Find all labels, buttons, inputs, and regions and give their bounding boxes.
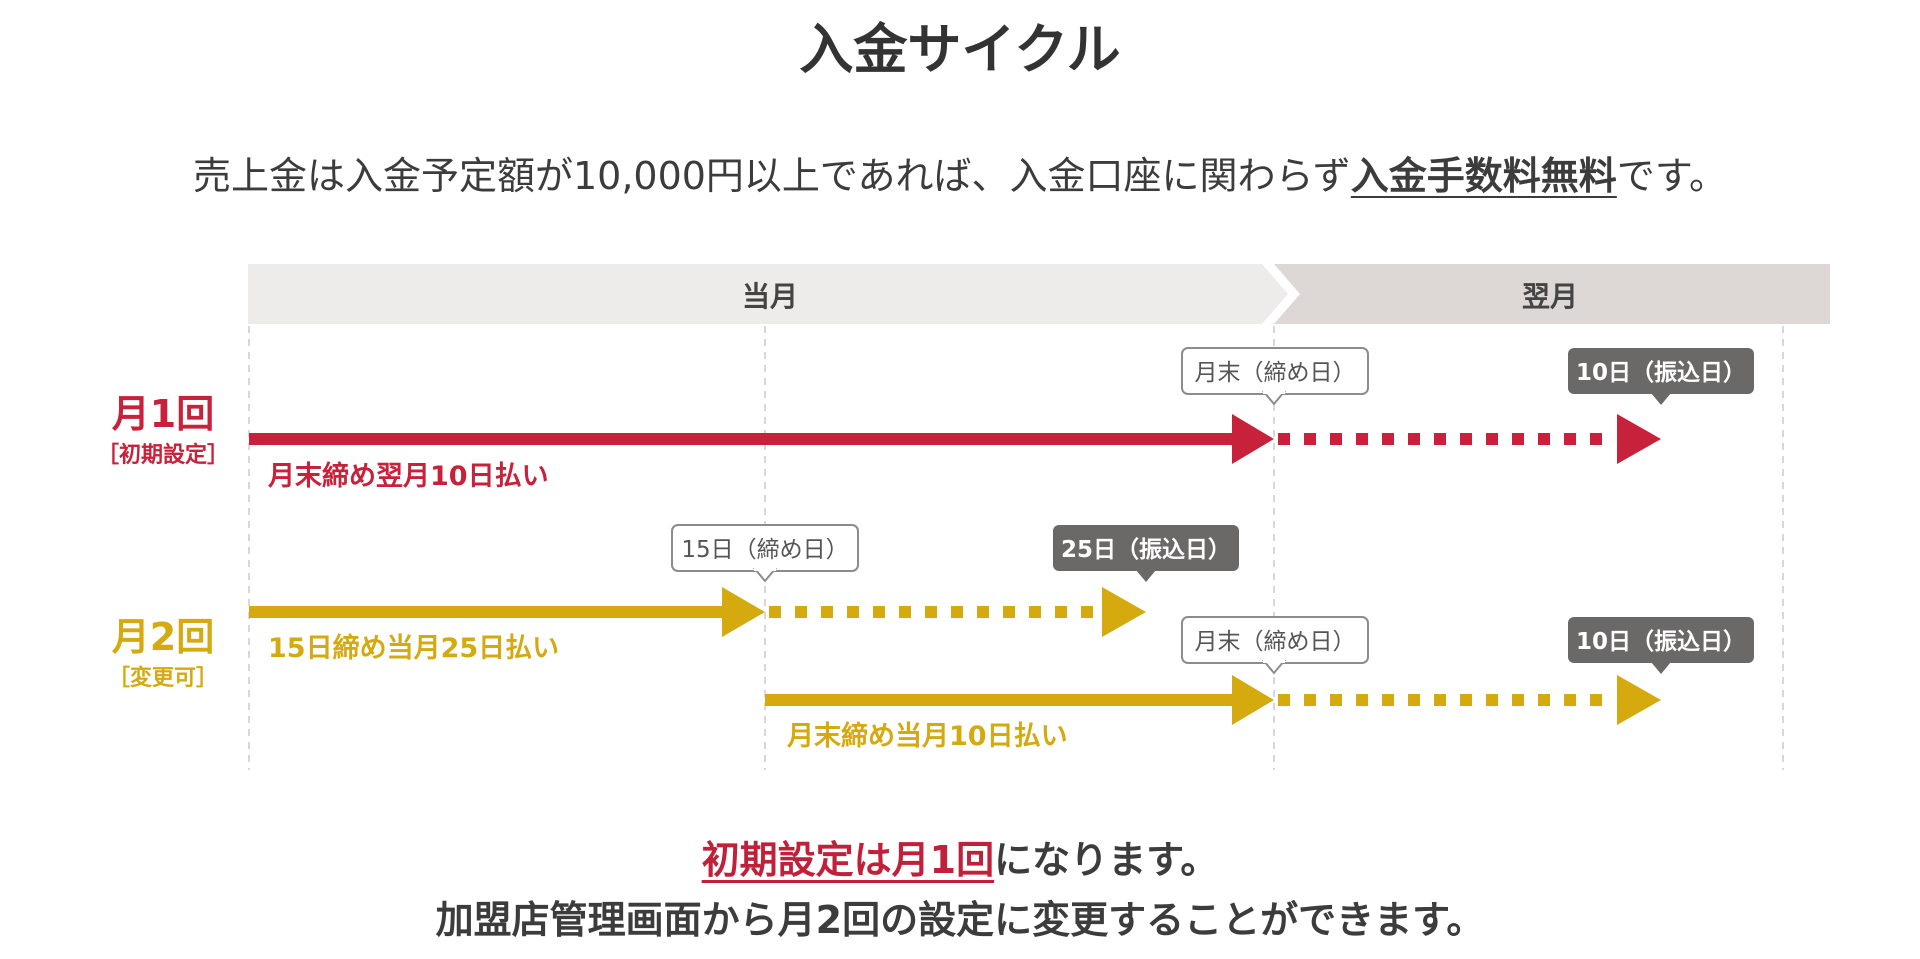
plan2b-solid-arrow-head [1232,675,1274,725]
plan2a-payout-label: 25日（振込日） [1061,536,1231,563]
footer-highlight: 初期設定は月1回 [701,838,995,882]
next-month-label: 翌月 [1522,280,1578,313]
plan1-closing-label: 月末（締め日） [1195,360,1356,386]
plan2b-closing-callout-tail-cover [1263,659,1285,663]
plan1-payout-callout-tail [1651,393,1671,405]
plan2b-closing-label: 月末（締め日） [1195,629,1356,655]
plan1-name: 月1回 [112,392,214,436]
plan2-name: 月2回 [112,615,214,659]
intro-text-after: です。 [1616,154,1728,198]
plan1-dotted-arrow-head [1617,414,1661,464]
plan2a-dotted-arrow-head [1102,587,1146,637]
footer-line-2: 加盟店管理画面から月2回の設定に変更することができます。 [435,898,1485,942]
plan2b-solid-arrow-shaft [765,694,1237,706]
plan1-closing-callout-tail-cover [1263,390,1285,394]
plan1-payout-callout [1568,348,1754,394]
plan2a-payout-callout-tail [1136,570,1156,582]
plan2a-payout-callout [1053,525,1239,571]
footer-line-1-rest: になります。 [994,838,1219,882]
current-month-label: 当月 [742,280,798,313]
plan2b-dotted-arrow-head [1617,675,1661,725]
current-month-band [248,264,1288,324]
plan2b-cycle-label: 月末締め当月10日払い [786,720,1068,752]
plan1-cycle-label: 月末締め翌月10日払い [267,460,549,492]
plan2b-payout-label: 10日（振込日） [1576,628,1746,655]
next-month-band [1274,264,1830,324]
plan1-solid-arrow-shaft [249,433,1237,445]
plan2a-solid-arrow-head [722,587,765,637]
plan-monthly-once: 月1回 ［初期設定］ 月末締め翌月10日払い 月末（締め日） 10日（振込日） [97,347,1754,492]
plan2-note: ［変更可］ [108,665,218,691]
footer-line-1: 初期設定は月1回になります。 [0,832,1920,888]
plan2b-payout-callout [1568,617,1754,663]
plan2a-cycle-label: 15日締め当月25日払い [268,632,559,664]
plan1-solid-arrow-head [1232,414,1274,464]
plan2b-payout-callout-tail [1651,662,1671,674]
plan2a-closing-label: 15日（締め日） [681,537,848,563]
plan2a-closing-callout-tail-cover [754,567,776,571]
plan1-payout-label: 10日（振込日） [1576,359,1746,386]
plan2a-solid-arrow-shaft [249,606,727,618]
intro-text: 売上金は入金予定額が10,000円以上であれば、入金口座に関わらず入金手数料無料… [0,148,1920,204]
intro-text-before: 売上金は入金予定額が10,000円以上であれば、入金口座に関わらず [192,154,1351,198]
page-title: 入金サイクル [799,18,1121,81]
intro-highlight: 入金手数料無料 [1350,154,1617,198]
plan1-note: ［初期設定］ [97,442,229,468]
plan-monthly-twice: 月2回 ［変更可］ 15日締め当月25日払い 15日（締め日） 25日（振込日）… [108,524,1754,752]
payment-cycle-diagram: 当月 翌月 月1回 ［初期設定］ 月末締め翌月10日払い 月末（締め日） 10日… [97,264,1830,770]
